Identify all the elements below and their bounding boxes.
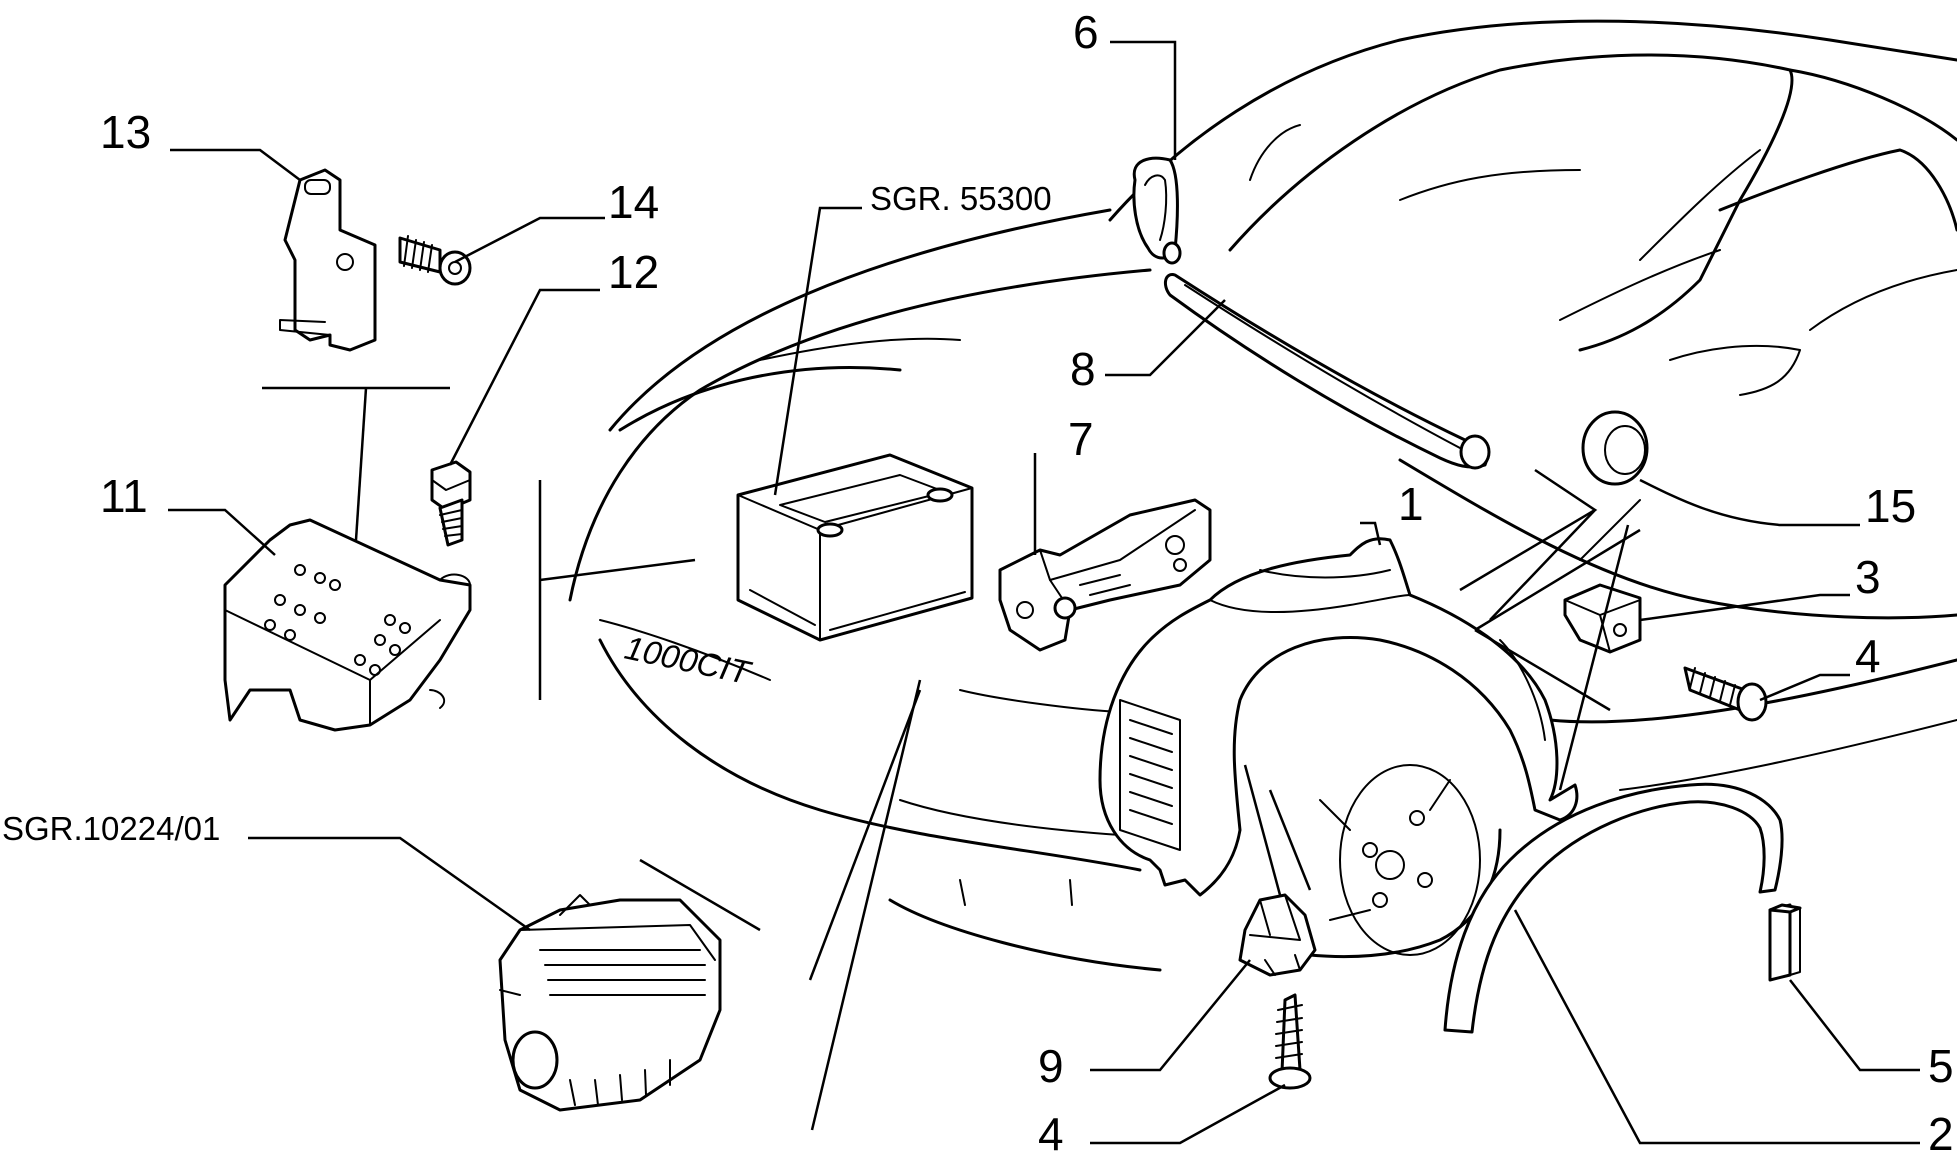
label-4-upper: 4 [1855, 630, 1881, 682]
part-3-clip [1563, 583, 1642, 654]
label-1: 1 [1398, 478, 1424, 530]
label-6: 6 [1073, 6, 1099, 58]
liner-vent-grille [1119, 699, 1181, 851]
part-15-plug [1581, 410, 1649, 486]
label-3: 3 [1855, 551, 1881, 603]
label-5: 5 [1928, 1040, 1954, 1092]
part-13-bracket [279, 168, 377, 352]
part-labels: 6 8 7 1 15 3 4 5 2 9 4 13 14 12 11 SGR. … [2, 6, 1954, 1154]
part-4-screw-upper [1683, 666, 1768, 722]
ref-battery-group: SGR. 55300 [870, 180, 1052, 217]
part-9-clip [1238, 893, 1317, 977]
assembly-lines-fender [639, 468, 1641, 1131]
label-12: 12 [608, 246, 659, 298]
battery [736, 453, 974, 642]
label-15: 15 [1865, 480, 1916, 532]
part-8-seal-strip [1163, 273, 1491, 470]
part-5-spacer [1768, 903, 1802, 982]
part-7-bracket [998, 498, 1212, 652]
grille-emblem: 1000CIT [622, 629, 756, 692]
label-4-lower: 4 [1038, 1108, 1064, 1154]
label-leaders [168, 40, 1920, 1145]
part-14-screw [398, 235, 472, 286]
wheel [1268, 764, 1502, 959]
tray-holes [264, 564, 411, 676]
assembly-lines-tray [262, 386, 696, 700]
part-11-tray [223, 518, 472, 732]
part-1-wheel-liner [1098, 537, 1579, 897]
part-12-bolt [430, 460, 472, 547]
label-11: 11 [100, 470, 148, 522]
label-13: 13 [100, 106, 151, 158]
part-4-screw-lower [1268, 993, 1312, 1090]
label-2: 2 [1928, 1108, 1954, 1154]
ref-filter-group: SGR.10224/01 [2, 810, 220, 847]
label-7: 7 [1068, 413, 1094, 465]
label-8: 8 [1070, 343, 1096, 395]
air-filter-assembly [498, 894, 722, 1112]
label-9: 9 [1038, 1040, 1064, 1092]
part-6-seal [1132, 156, 1182, 265]
part-2-arch-trim [1443, 782, 1784, 1034]
label-14: 14 [608, 176, 659, 228]
